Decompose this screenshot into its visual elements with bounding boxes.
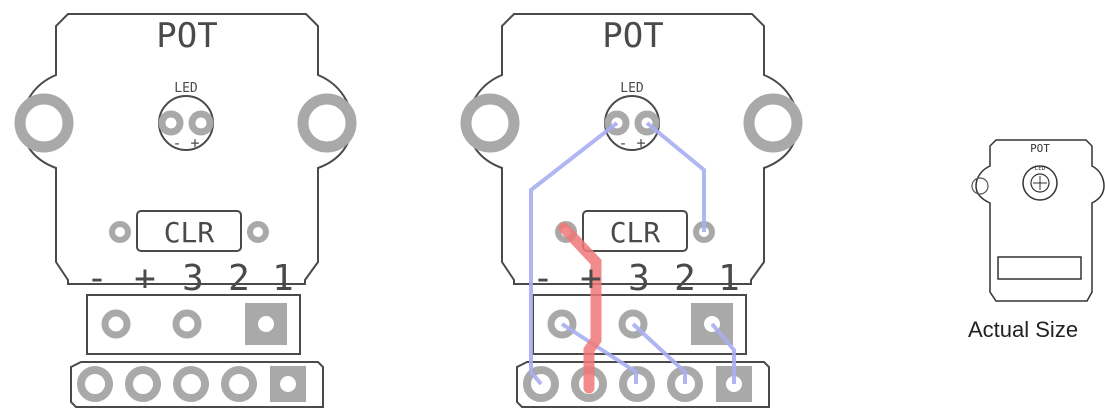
- led-label: LED: [620, 81, 644, 96]
- led-polarity: - +: [172, 134, 199, 152]
- trace-blue-led-minus: [529, 121, 619, 386]
- resistor-label: CLR: [610, 216, 661, 249]
- board-title: POT: [602, 16, 663, 56]
- mini-caption: Actual Size: [968, 317, 1079, 342]
- mini-led-ring: [1022, 165, 1058, 201]
- led-label: LED: [174, 81, 198, 96]
- pin-label-1: 1: [272, 258, 294, 299]
- trace-red: [558, 222, 602, 394]
- mini-board: POT LED: [971, 139, 1105, 302]
- trace-blue-led-plus: [645, 121, 706, 232]
- board-title: POT: [156, 16, 217, 56]
- mini-led-label: LED: [1035, 165, 1046, 172]
- pin-label-plus: +: [580, 258, 602, 299]
- pin-label-minus: -: [532, 258, 554, 299]
- pin-label-1: 1: [718, 258, 740, 299]
- trace-blue-pin-b: [631, 322, 687, 384]
- mini-header: [997, 256, 1082, 280]
- pin-label-3: 3: [182, 258, 204, 299]
- pin-label-2: 2: [228, 258, 250, 299]
- trace-blue-pin-a: [560, 322, 638, 384]
- mini-hole-left: [971, 177, 989, 195]
- pin-label-minus: -: [86, 258, 108, 299]
- board-plain: POT LED - + CLR - + 3 2 1: [20, 14, 352, 407]
- trace-blue-pin-c: [710, 322, 736, 384]
- mini-title: POT: [1030, 142, 1050, 155]
- resistor-label: CLR: [164, 216, 215, 249]
- led-polarity: - +: [618, 134, 645, 152]
- pin-label-plus: +: [134, 258, 156, 299]
- board-traced: POT LED - + CLR - + 3 2 1: [466, 14, 798, 407]
- pin-label-2: 2: [674, 258, 696, 299]
- mini-led-ring-inner: [1030, 173, 1050, 193]
- pin-label-3: 3: [628, 258, 650, 299]
